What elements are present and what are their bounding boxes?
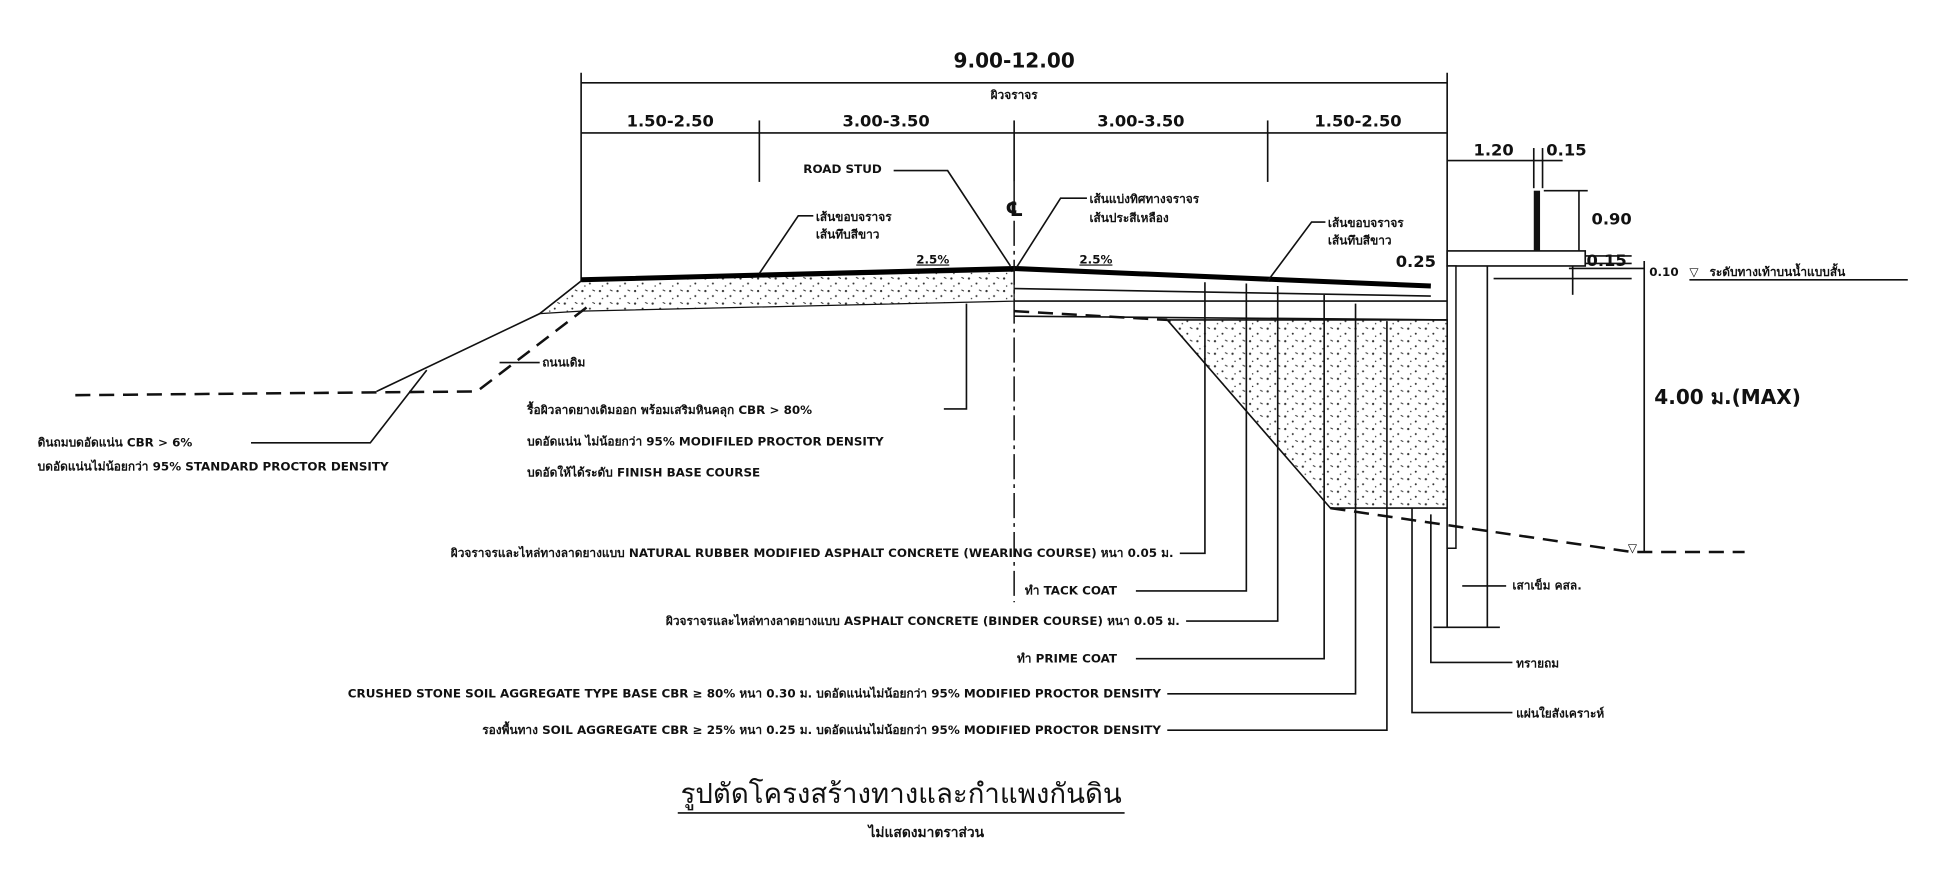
drawing-title: รูปตัดโครงสร้างทางและกำแพงกันดิน — [681, 777, 1122, 811]
segment-4: 1.50-2.50 — [1314, 112, 1401, 131]
total-width-text: 9.00-12.00 — [953, 49, 1074, 73]
edge-line-right-2: เส้นทึบสีขาว — [1328, 234, 1392, 248]
retaining-wall — [1433, 190, 1632, 629]
layer-subbase: รองพื้นทาง SOIL AGGREGATE CBR ≥ 25% หนา … — [482, 721, 1161, 737]
slab-right-text: 0.15 — [1586, 251, 1626, 270]
level-label: ระดับทางเท้าบนน้ำแบบสั้น — [1709, 263, 1846, 279]
segment-2: 3.00-3.50 — [843, 112, 930, 131]
edge-line-right-1: เส้นขอบจราจร — [1328, 216, 1404, 230]
edge-line-left-2: เส้นทึบสีขาว — [816, 227, 880, 241]
ground-level-symbol: ▽ — [1628, 541, 1638, 555]
base-repair-label-1: รื้อผิวลาดยางเดิมออก พร้อมเสริมหินคลุก C… — [527, 401, 813, 418]
sand-fill-label: ทรายถม — [1516, 656, 1559, 670]
right-callouts: เสาเข็ม คสล. ทรายถม แผ่นใยสังเคราะห์ — [1411, 508, 1604, 721]
center-line-label-2: เส้นประสีเหลือง — [1089, 211, 1168, 225]
base-repair-label-2: บดอัดแน่น ไม่น้อยกว่า 95% MODIFILED PROC… — [527, 433, 884, 448]
layer-binder-course: ผิวจราจรและไหล่ทางลาดยางแบบ ASPHALT CONC… — [666, 613, 1180, 628]
drawing-subtitle: ไม่แสดงมาตราส่วน — [866, 824, 984, 841]
sand-fill — [1165, 319, 1448, 509]
road-stud-label: ROAD STUD — [803, 162, 882, 176]
wall-dimensions: 1.20 0.15 0.90 0.25 0.15 0.10 ▽ ระดับทาง… — [1396, 141, 1908, 553]
segment-1: 1.50-2.50 — [627, 112, 714, 131]
base-repair-label-3: บดอัดให้ได้ระดับ FINISH BASE COURSE — [527, 465, 760, 480]
wall-depth-text: 4.00 ม.(MAX) — [1654, 385, 1801, 409]
overall-dimension: 9.00-12.00 ผิวจราจร — [580, 49, 1448, 628]
sidewalk-width-text: 1.20 — [1473, 141, 1513, 160]
existing-road-label: ถนนเดิม — [542, 355, 585, 369]
existing-ground — [75, 303, 591, 397]
ground-right — [1330, 506, 1745, 554]
left-callouts: ดินถมบดอัดแน่น CBR > 6% บดอัดแน่นไม่น้อย… — [38, 303, 968, 480]
level-value: 0.10 — [1649, 265, 1678, 279]
embankment-slope — [376, 280, 582, 393]
slab-left-text: 0.25 — [1396, 252, 1436, 271]
wall-height-text: 0.90 — [1592, 210, 1632, 229]
layer-prime-coat: ทำ PRIME COAT — [1017, 651, 1118, 665]
top-callouts: ROAD STUD เส้นขอบจราจร เส้นทึบสีขาว เส้น… — [499, 162, 1404, 369]
wall-thickness-text: 0.15 — [1546, 141, 1586, 160]
embankment-label-1: ดินถมบดอัดแน่น CBR > 6% — [38, 436, 193, 450]
geotextile-label: แผ่นใยสังเคราะห์ — [1516, 706, 1604, 721]
embankment-label-2: บดอัดแน่นไม่น้อยกว่า 95% STANDARD PROCTO… — [38, 458, 389, 473]
lane-dimensions: 1.50-2.50 3.00-3.50 3.00-3.50 1.50-2.50 — [581, 112, 1448, 182]
pile-label: เสาเข็ม คสล. — [1512, 578, 1581, 593]
slope-left: 2.5% — [916, 252, 949, 266]
layer-base: CRUSHED STONE SOIL AGGREGATE TYPE BASE C… — [348, 686, 1162, 701]
layer-callouts: ผิวจราจรและไหล่ทางลาดยางแบบ NATURAL RUBB… — [348, 282, 1388, 737]
layer-tack-coat: ทำ TACK COAT — [1025, 584, 1118, 598]
centerline-symbol: ℄ — [1005, 197, 1023, 221]
slope-right: 2.5% — [1079, 252, 1112, 266]
edge-line-left-1: เส้นขอบจราจร — [816, 210, 892, 224]
layer-wearing-course: ผิวจราจรและไหล่ทางลาดยางแบบ NATURAL RUBB… — [451, 545, 1174, 560]
existing-road-line — [1014, 309, 1168, 322]
total-label-text: ผิวจราจร — [991, 88, 1039, 102]
level-symbol: ▽ — [1689, 265, 1699, 279]
center-line-label-1: เส้นแบ่งทิศทางจราจร — [1089, 192, 1199, 206]
segment-3: 3.00-3.50 — [1097, 112, 1184, 131]
